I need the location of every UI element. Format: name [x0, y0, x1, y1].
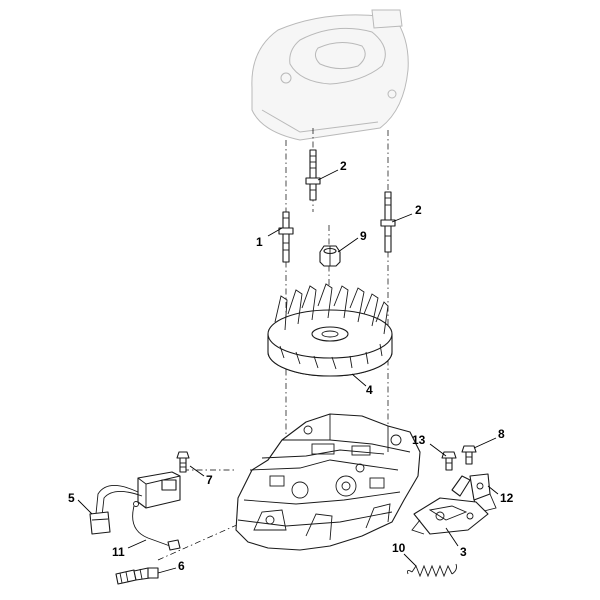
callout-1: 1 [256, 235, 263, 249]
callout-labels: 1 2 2 9 4 13 8 7 12 5 3 11 10 6 [68, 159, 514, 573]
callout-13: 13 [412, 433, 426, 447]
flywheel-part-4 [267, 283, 393, 377]
bracket-part-12 [469, 473, 497, 513]
callout-11: 11 [112, 545, 125, 559]
ground-wire-part-11 [132, 501, 181, 551]
callout-2-right: 2 [415, 203, 422, 217]
stud-part-2a [305, 149, 321, 201]
screw-part-7 [176, 451, 190, 473]
spring-part-10 [407, 563, 457, 578]
callout-10: 10 [392, 541, 406, 555]
callout-6: 6 [178, 559, 185, 573]
stud-part-1 [278, 211, 294, 263]
screw-part-13 [441, 451, 457, 471]
callout-5: 5 [68, 491, 75, 505]
callout-4: 4 [366, 383, 373, 397]
control-lever-part-3 [411, 475, 489, 535]
callout-3: 3 [460, 545, 467, 559]
callout-9: 9 [360, 229, 367, 243]
callout-2-upper: 2 [340, 159, 347, 173]
callout-12: 12 [500, 491, 514, 505]
spark-plug-part-6 [115, 567, 159, 585]
stud-part-2b [380, 191, 396, 253]
ignition-coil-part-5 [89, 471, 181, 535]
screw-part-8 [461, 445, 477, 465]
flywheel-nut-part-9 [319, 245, 341, 267]
leader-lines [77, 169, 499, 574]
blower-housing-ghost [251, 9, 409, 141]
callout-8: 8 [498, 427, 505, 441]
callout-7: 7 [206, 473, 213, 487]
engine-block [235, 413, 421, 551]
assembly-centerlines [157, 128, 389, 561]
